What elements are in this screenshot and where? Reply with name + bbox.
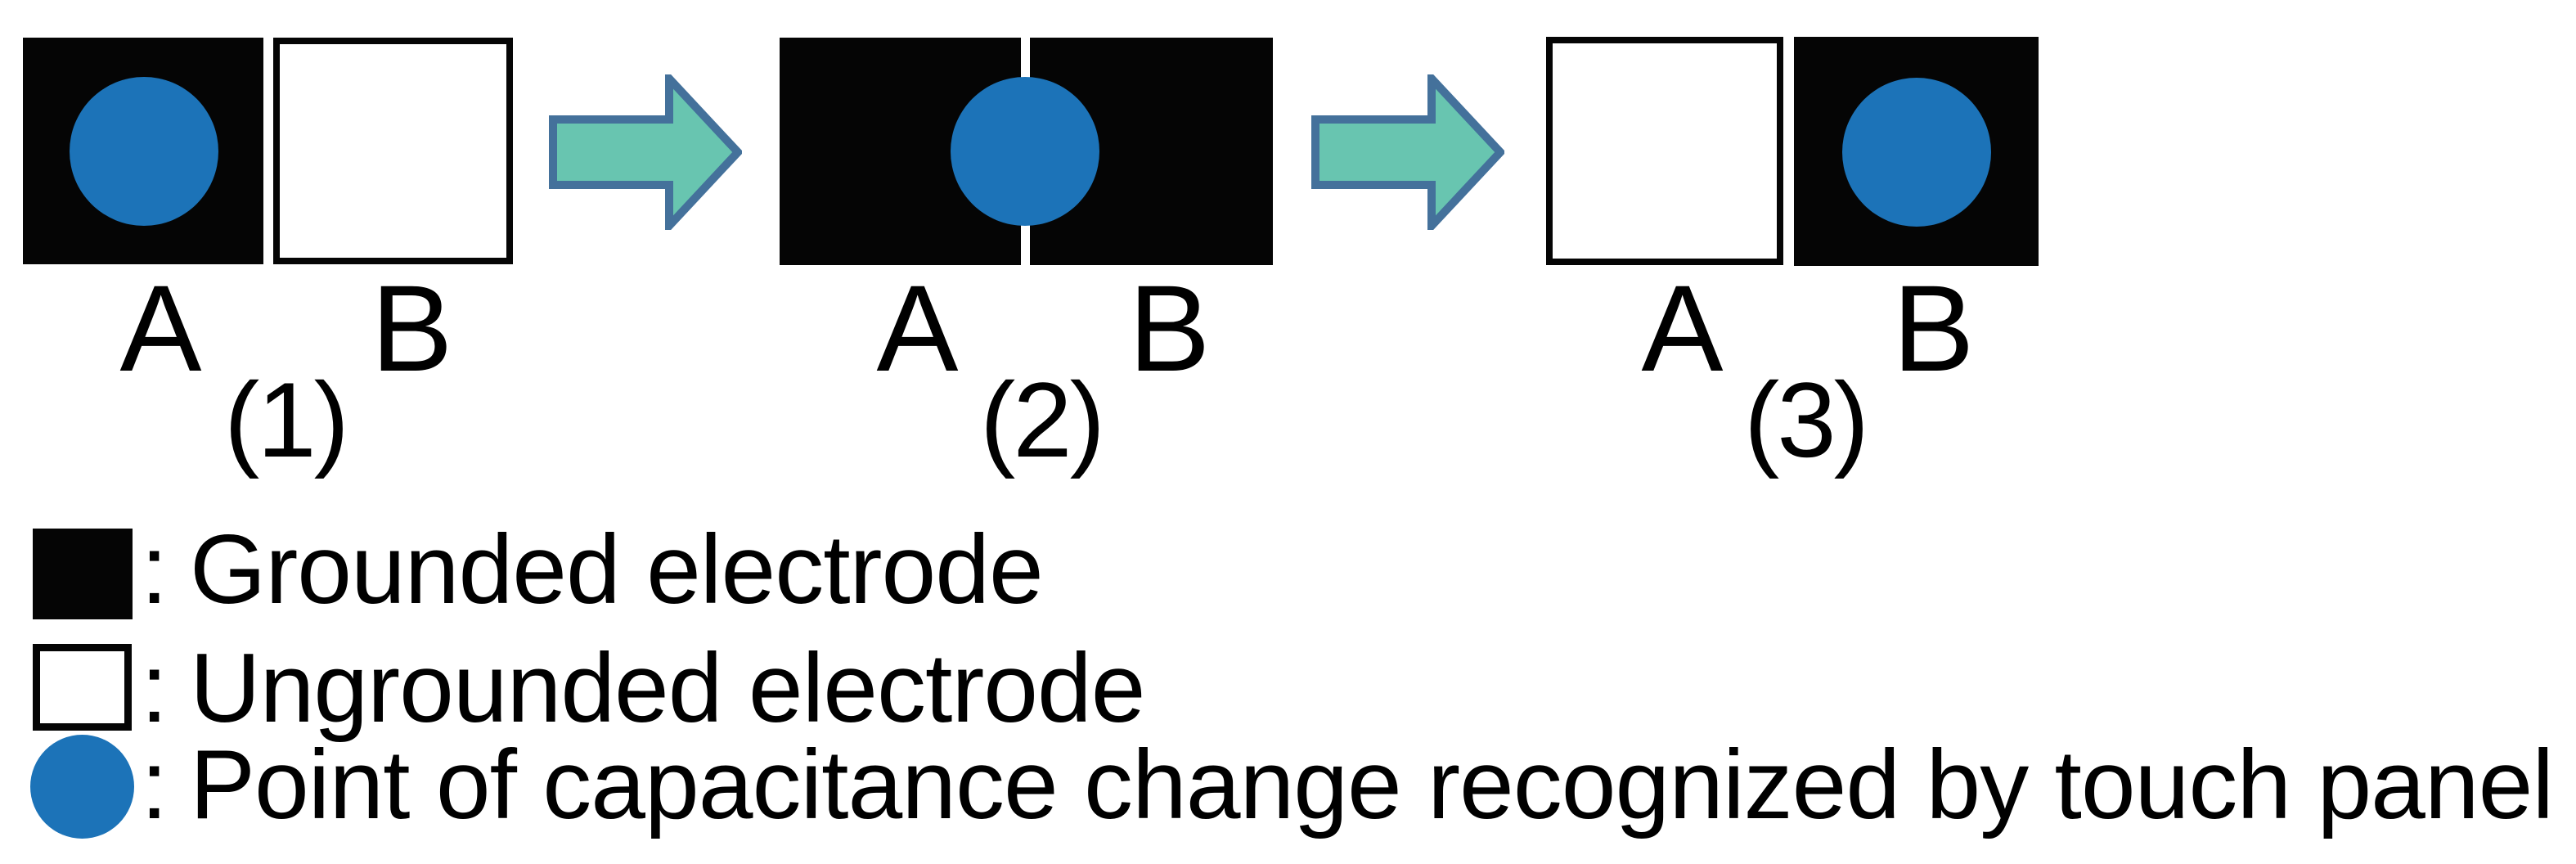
stage3-number-label: (3): [1744, 360, 1869, 479]
stage1-electrode-b: [273, 38, 513, 264]
stage3-electrode-a: [1546, 37, 1783, 265]
legend-label-grounded: Grounded electrode: [190, 515, 1044, 624]
stage2-electrode-b-label: B: [1128, 259, 1210, 397]
touch-point-circle-icon: [30, 735, 134, 839]
stage2-electrode-a-label: A: [876, 259, 958, 397]
legend-separator: :: [141, 730, 169, 839]
stage2-touch-point-icon: [951, 77, 1099, 226]
stage3-electrode-a-label: A: [1641, 259, 1723, 397]
grounded-electrode-swatch-icon: [33, 529, 133, 619]
legend-separator: :: [141, 633, 169, 743]
stage1-number-label: (1): [224, 360, 349, 479]
stage3-electrode-b-label: B: [1892, 259, 1974, 397]
arrow-right-icon: [549, 74, 742, 230]
stage3-touch-point-icon: [1842, 78, 1991, 227]
legend-label-ungrounded: Ungrounded electrode: [190, 633, 1146, 743]
stage1-electrode-b-label: B: [371, 259, 452, 397]
stage1-touch-point-icon: [70, 77, 218, 226]
stage1-electrode-a-label: A: [119, 259, 201, 397]
ungrounded-electrode-swatch-icon: [33, 644, 132, 731]
arrow-right-icon: [1311, 74, 1504, 230]
stage2-number-label: (2): [980, 360, 1105, 479]
legend-separator: :: [141, 515, 169, 624]
legend-label-touch-point: Point of capacitance change recognized b…: [190, 730, 2554, 839]
